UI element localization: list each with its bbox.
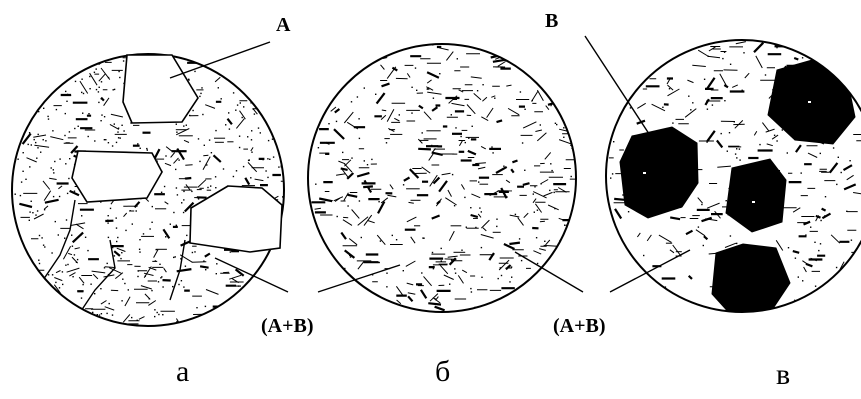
crystal-a-2 — [72, 151, 162, 202]
subfigure-label-a: а — [176, 355, 189, 389]
panel-b — [308, 42, 583, 312]
eutectic-label-1: (A+B) — [261, 315, 314, 338]
eutectic-label-2: (A+B) — [553, 315, 606, 338]
phase-label-B: B — [545, 10, 558, 33]
subfigure-label-b: б — [435, 355, 450, 389]
panel-c — [585, 36, 861, 316]
phase-label-A: A — [276, 14, 290, 37]
subfigure-label-c: в — [776, 358, 790, 392]
panel-a — [12, 42, 290, 330]
